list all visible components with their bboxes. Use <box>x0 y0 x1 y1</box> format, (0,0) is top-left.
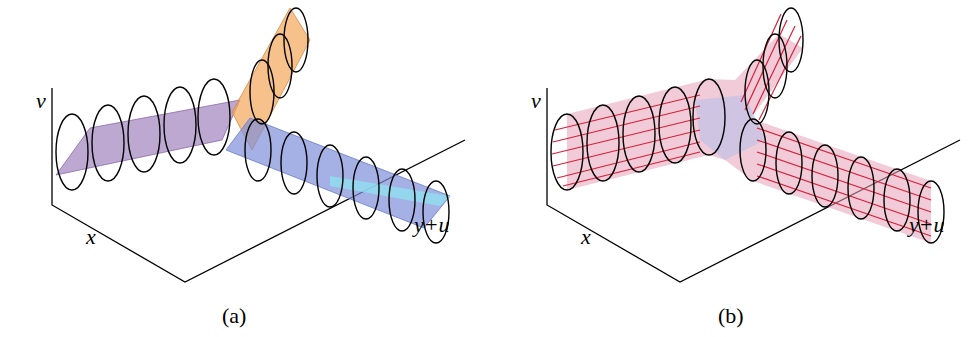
panel-label: (b) <box>718 305 744 327</box>
axis-label: y+u <box>414 214 450 236</box>
panel-b <box>547 8 960 282</box>
axis-label: v <box>36 90 46 112</box>
panel-a <box>52 8 465 282</box>
panel-label: (a) <box>222 305 246 327</box>
axis-label: x <box>86 226 96 248</box>
axis-label: x <box>581 226 591 248</box>
axis-label: y+u <box>909 214 945 236</box>
axis-label: v <box>531 90 541 112</box>
